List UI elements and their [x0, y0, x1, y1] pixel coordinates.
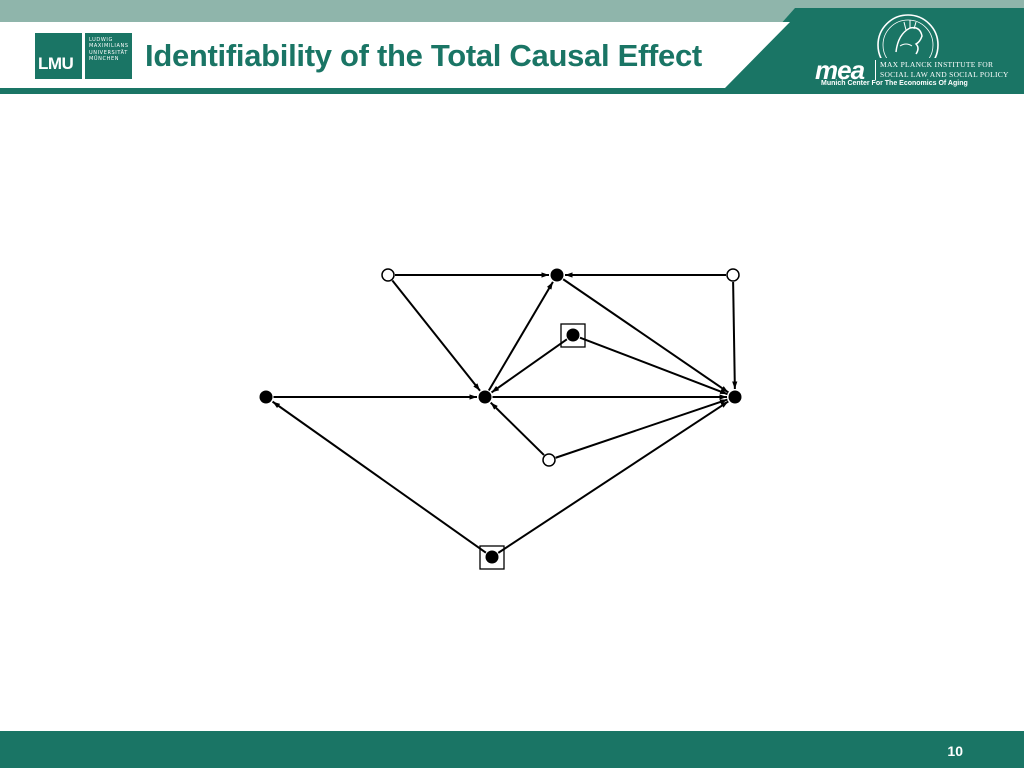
lmu-wordmark-text: LUDWIG MAXIMILIANS UNIVERSITÄT MÜNCHEN [89, 37, 129, 63]
node-n1 [381, 268, 395, 282]
node-n2 [550, 268, 564, 282]
header-top-band [0, 0, 1024, 22]
node-n8 [542, 453, 556, 467]
page-title: Identifiability of the Total Causal Effe… [145, 38, 702, 73]
edge-n9-to-n5 [271, 400, 487, 554]
edge-n4-to-n6 [490, 338, 568, 394]
page-number: 10 [947, 743, 963, 759]
edge-n9-to-n7 [497, 400, 729, 554]
edge-n8-to-n6 [489, 401, 545, 456]
lmu-logo: LMU LUDWIG MAXIMILIANS UNIVERSITÄT MÜNCH… [35, 33, 132, 79]
node-n6 [478, 390, 492, 404]
mea-logo-mark: mea [815, 55, 865, 85]
node-n3 [726, 268, 740, 282]
node-n4 [566, 328, 580, 342]
footer-bar: 10 [0, 731, 1024, 768]
edge-n8-to-n7 [555, 398, 728, 459]
mea-logo: mea MAX PLANCK INSTITUTE FOR SOCIAL LAW … [815, 55, 1015, 90]
edge-n2-to-n7 [562, 278, 729, 394]
edge-n3-to-n7 [732, 281, 738, 390]
mea-logo-separator [875, 60, 876, 80]
lmu-logo-wordmark: LUDWIG MAXIMILIANS UNIVERSITÄT MÜNCHEN [85, 33, 132, 79]
edge-n1-to-n6 [391, 279, 481, 392]
minerva-seal-icon [877, 14, 939, 58]
lmu-logo-text: LMU [38, 54, 74, 73]
edge-n6-to-n2 [487, 281, 554, 392]
mea-logo-subtitle: Munich Center For The Economics Of Aging [821, 80, 968, 87]
node-box-n4 [560, 323, 586, 348]
node-n5 [259, 390, 273, 404]
header-background [0, 8, 1024, 94]
edge-n4-to-n7 [579, 336, 728, 396]
mea-institute-name: MAX PLANCK INSTITUTE FOR SOCIAL LAW AND … [880, 60, 1009, 79]
lmu-logo-mark: LMU [35, 33, 82, 79]
node-n9 [485, 550, 499, 564]
node-n7 [728, 390, 742, 404]
node-box-n9 [479, 545, 505, 570]
